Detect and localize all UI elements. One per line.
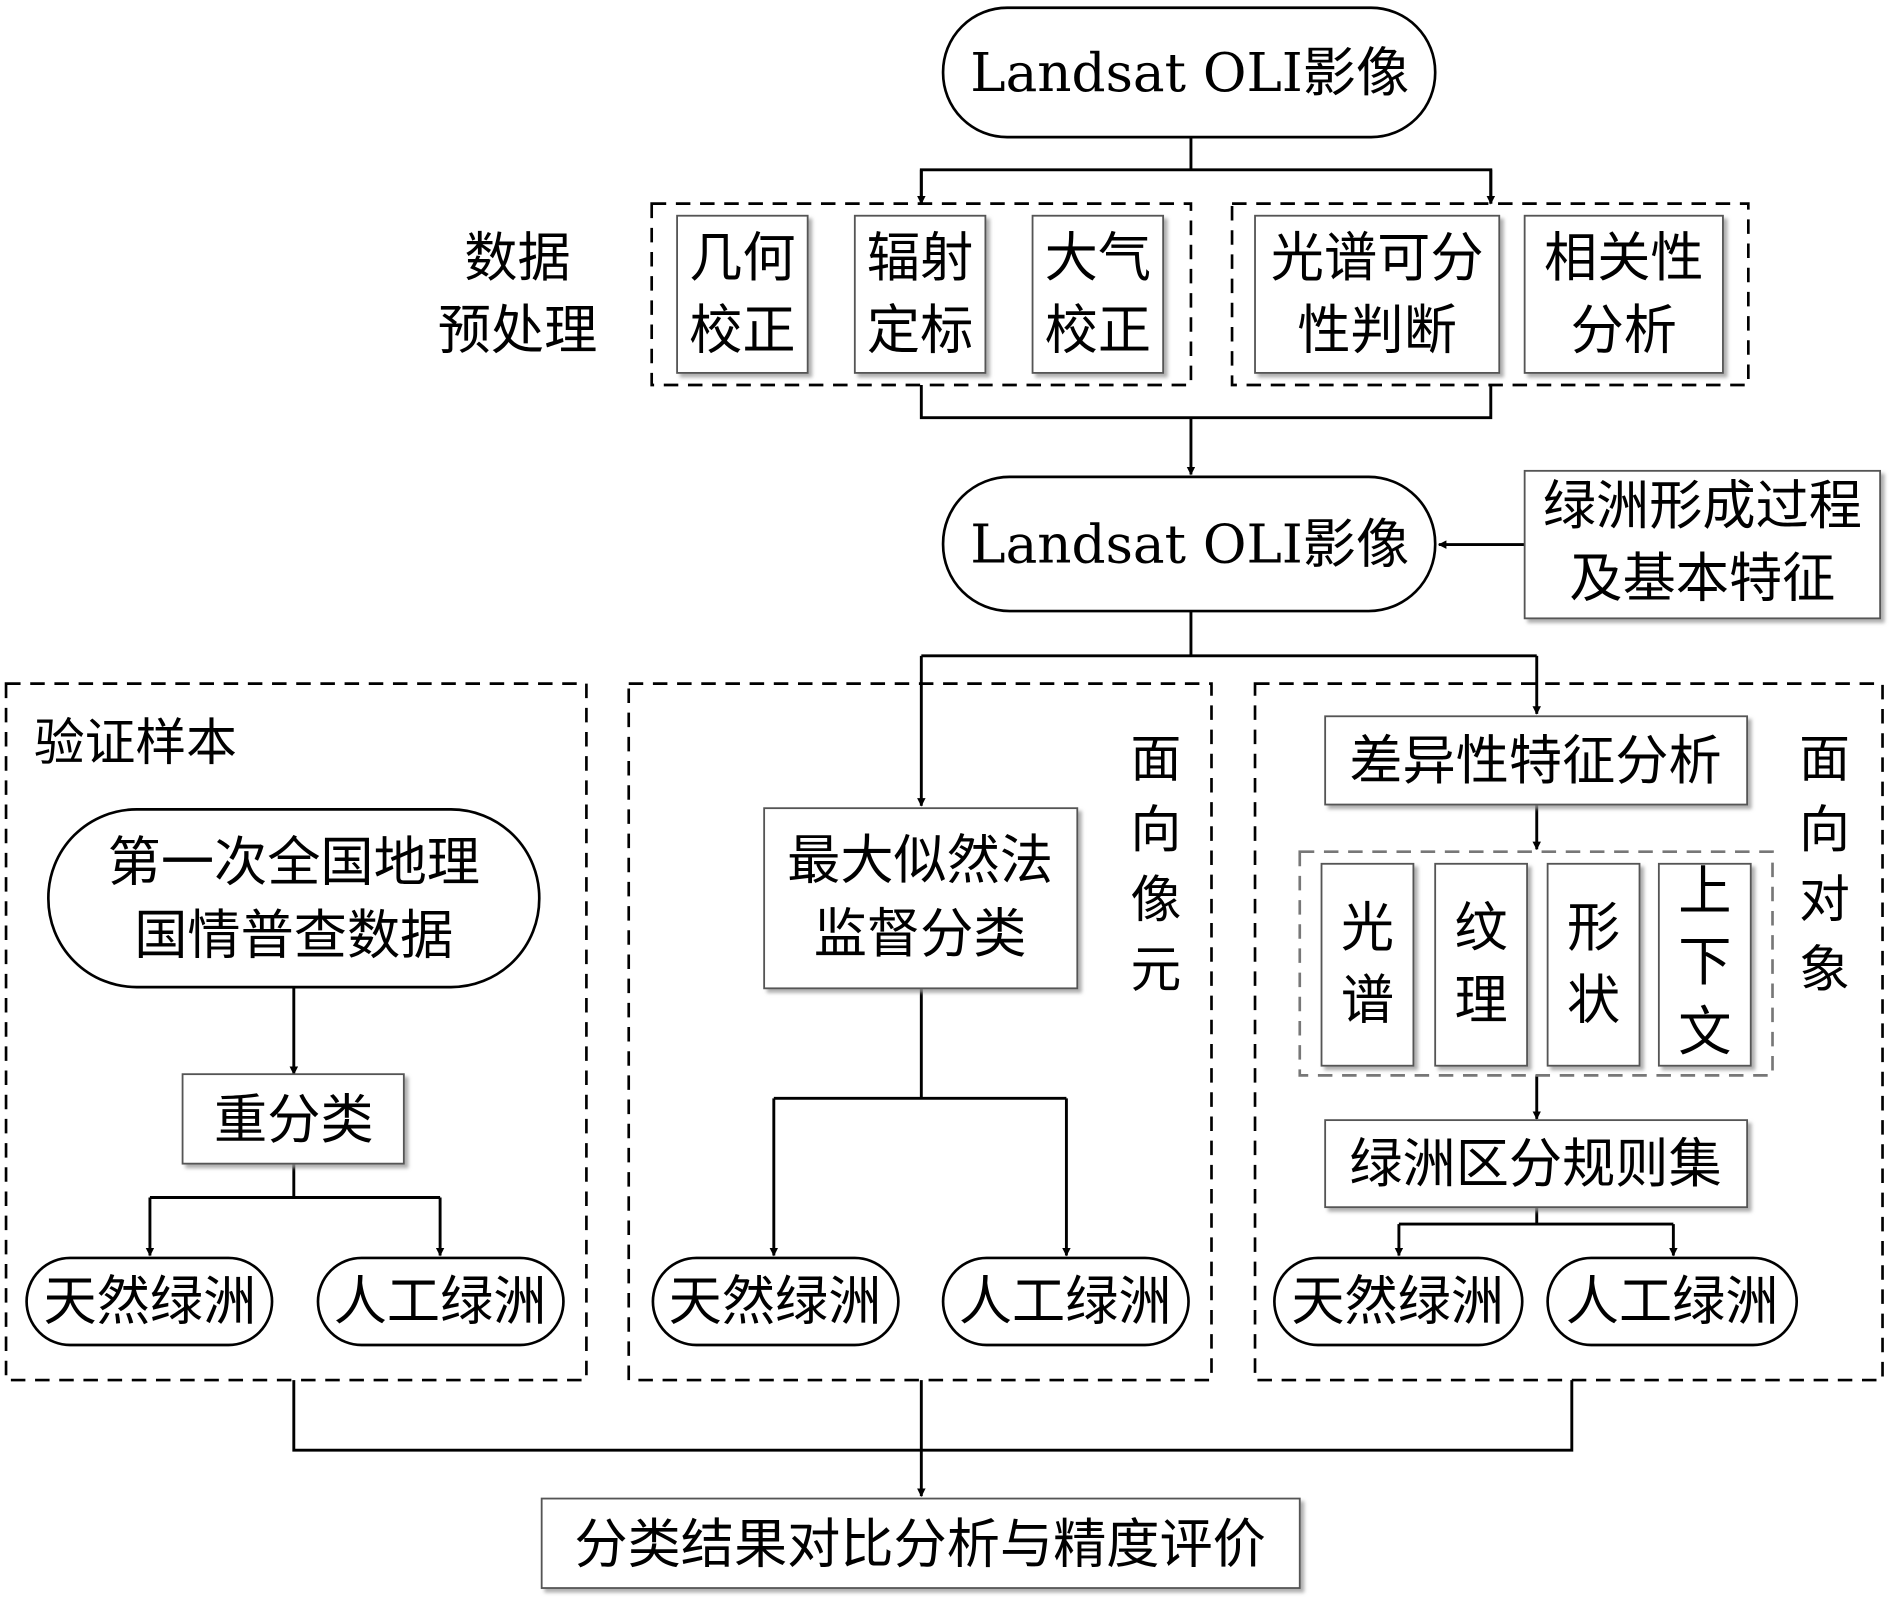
object-based-side-label: 面 向 对 象 (1799, 730, 1850, 999)
max-likelihood-box: 最大似然法 监督分类 (763, 807, 1079, 990)
oasis-knowledge-line-2: 及基本特征 (1569, 548, 1835, 610)
landsat-image-top-label: Landsat OLI影像 (970, 42, 1409, 104)
max-likelihood-line-1: 最大似然法 (787, 829, 1053, 891)
step-correlation-analysis: 相关性 分析 (1523, 214, 1724, 374)
landsat-image-mid: Landsat OLI影像 (941, 475, 1437, 613)
object-side-char-3: 对 (1799, 870, 1850, 929)
preprocess-title: 数据 预处理 (438, 227, 598, 362)
validation-artificial-label: 人工绿洲 (334, 1271, 547, 1333)
feature-shape: 形 状 (1546, 862, 1641, 1067)
feature-spectral-char-2: 谱 (1341, 970, 1394, 1032)
object-artificial-label: 人工绿洲 (1566, 1271, 1779, 1333)
census-data-line-1: 第一次全国地理 (108, 832, 480, 894)
step-spectral-separability-line-2: 性判断 (1297, 300, 1457, 362)
step-spectral-separability-line-1: 光谱可分 (1271, 227, 1484, 289)
object-features-group (1298, 850, 1774, 1077)
object-side-char-4: 象 (1799, 940, 1850, 999)
step-spectral-separability: 光谱可分 性判断 (1254, 214, 1501, 374)
pixel-side-char-4: 元 (1130, 940, 1181, 999)
pixel-side-char-3: 像 (1130, 870, 1181, 929)
reclassify-box: 重分类 (181, 1073, 405, 1165)
landsat-image-top: Landsat OLI影像 (941, 6, 1437, 139)
census-data-line-2: 国情普查数据 (134, 904, 453, 966)
pixel-based-panel (627, 682, 1213, 1382)
feature-analysis-box: 差异性特征分析 (1324, 715, 1749, 806)
validation-natural-oasis: 天然绿洲 (25, 1256, 274, 1347)
feature-spectral-char-1: 光 (1341, 897, 1394, 959)
connector-mid-split (921, 611, 1537, 658)
feature-context-char-1: 上 (1678, 861, 1731, 923)
connector-classifier-split (773, 988, 1067, 1100)
preprocess-title-line-2: 预处理 (438, 300, 598, 362)
reclassify-label: 重分类 (214, 1089, 374, 1151)
feature-spectral: 光 谱 (1320, 862, 1415, 1067)
validation-panel (4, 682, 588, 1382)
connector-top-split (919, 137, 1493, 204)
feature-selection-group (1230, 202, 1750, 387)
connector-final-merge (292, 1380, 1574, 1452)
validation-natural-label: 天然绿洲 (44, 1271, 257, 1333)
connectors (145, 137, 1678, 1497)
feature-context-char-3: 文 (1678, 1001, 1731, 1063)
oasis-knowledge-box: 绿洲形成过程 及基本特征 (1523, 469, 1882, 620)
feature-texture-char-2: 理 (1455, 970, 1508, 1032)
connector-reclassify-split (149, 1163, 441, 1199)
ruleset-label: 绿洲区分规则集 (1349, 1133, 1721, 1195)
object-based-panel (1253, 682, 1884, 1382)
step-radiometric-calibration: 辐射 定标 (853, 214, 987, 374)
pixel-natural-label: 天然绿洲 (669, 1271, 882, 1333)
pixel-artificial-oasis: 人工绿洲 (941, 1256, 1190, 1347)
final-evaluation-box: 分类结果对比分析与精度评价 (540, 1497, 1301, 1589)
feature-analysis-label: 差异性特征分析 (1349, 730, 1721, 792)
feature-context-char-2: 下 (1678, 931, 1731, 993)
feature-texture: 纹 理 (1434, 862, 1528, 1067)
ruleset-box: 绿洲区分规则集 (1324, 1119, 1749, 1209)
validation-title: 验证样本 (34, 713, 237, 772)
step-geometric-correction: 几何 校正 (676, 214, 809, 374)
step-geometric-correction-line-2: 校正 (689, 300, 795, 362)
connector-ruleset-split (1398, 1207, 1674, 1226)
step-correlation-analysis-line-2: 分析 (1571, 300, 1677, 362)
oasis-knowledge-line-1: 绿洲形成过程 (1543, 475, 1862, 537)
step-correlation-analysis-line-1: 相关性 (1544, 227, 1704, 289)
feature-shape-char-1: 形 (1567, 897, 1620, 959)
step-radiometric-calibration-line-2: 定标 (867, 300, 973, 362)
feature-shape-char-2: 状 (1567, 970, 1620, 1032)
connector-preprocess-merge (919, 384, 1493, 420)
pixel-artificial-label: 人工绿洲 (959, 1271, 1172, 1333)
object-side-char-2: 向 (1799, 800, 1850, 859)
object-natural-label: 天然绿洲 (1291, 1271, 1504, 1333)
validation-artificial-oasis: 人工绿洲 (316, 1256, 565, 1347)
pixel-natural-oasis: 天然绿洲 (651, 1256, 900, 1347)
pixel-side-char-2: 向 (1130, 800, 1181, 859)
pixel-side-char-1: 面 (1130, 730, 1181, 789)
census-data: 第一次全国地理 国情普查数据 (47, 808, 541, 989)
preprocess-title-line-1: 数据 (464, 227, 570, 289)
object-natural-oasis: 天然绿洲 (1273, 1256, 1524, 1347)
step-atmospheric-correction-line-2: 校正 (1045, 300, 1151, 362)
feature-texture-char-1: 纹 (1455, 897, 1508, 959)
feature-context: 上 下 文 (1657, 861, 1752, 1067)
step-radiometric-calibration-line-1: 辐射 (867, 227, 973, 289)
object-artificial-oasis: 人工绿洲 (1546, 1256, 1799, 1347)
object-side-char-1: 面 (1799, 730, 1850, 789)
preprocess-group (650, 202, 1193, 387)
max-likelihood-line-2: 监督分类 (814, 903, 1027, 965)
step-atmospheric-correction-line-1: 大气 (1045, 227, 1151, 289)
step-atmospheric-correction: 大气 校正 (1031, 214, 1165, 374)
step-geometric-correction-line-1: 几何 (689, 227, 795, 289)
pixel-based-side-label: 面 向 像 元 (1130, 730, 1181, 999)
final-evaluation-label: 分类结果对比分析与精度评价 (574, 1514, 1265, 1576)
landsat-image-mid-label: Landsat OLI影像 (970, 514, 1409, 576)
